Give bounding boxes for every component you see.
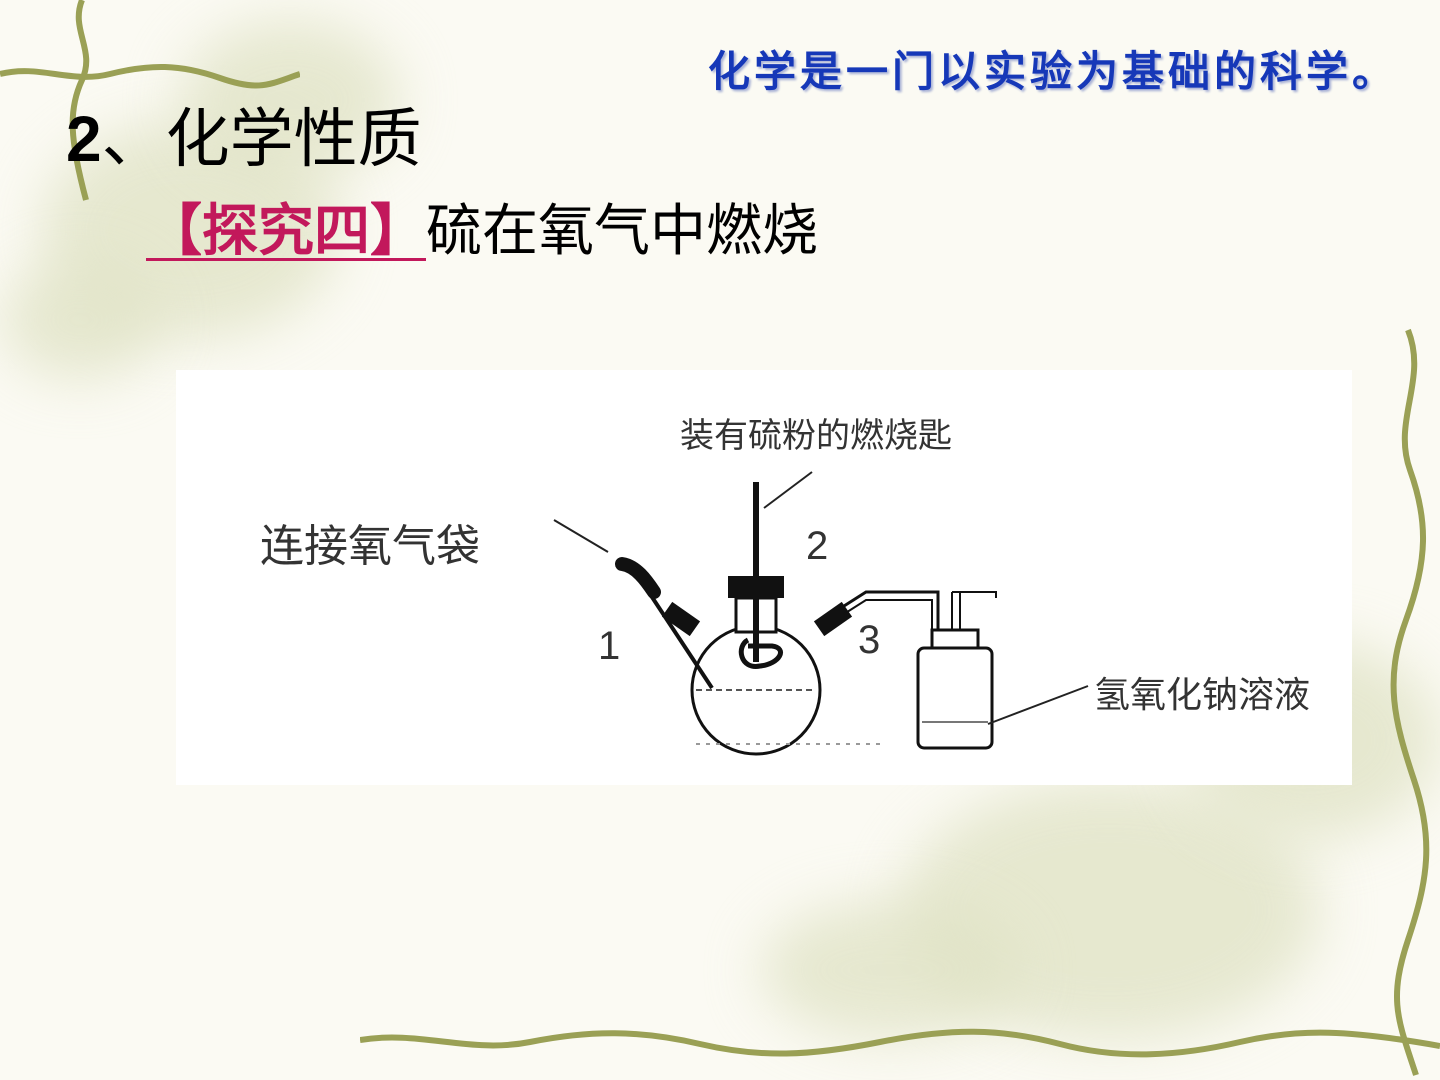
- label-combustion-spoon: 装有硫粉的燃烧匙: [680, 416, 952, 456]
- outlet-tube: [843, 590, 940, 630]
- section-title: 、化学性质: [101, 103, 422, 177]
- background-leaf-blot: [760, 900, 1020, 1040]
- label-port-3: 3: [858, 618, 881, 662]
- section-number: 2: [66, 103, 102, 175]
- naoh-leader-line: [987, 685, 1089, 725]
- bottle-cap: [930, 628, 980, 650]
- right-neck-stopper: [813, 601, 853, 637]
- oxygen-leader-line: [553, 519, 609, 553]
- inquiry-title: 硫在氧气中燃烧: [426, 199, 818, 264]
- label-port-1: 1: [598, 624, 621, 668]
- label-port-2: 2: [806, 524, 829, 568]
- label-naoh-solution: 氢氧化钠溶液: [1094, 675, 1311, 716]
- left-neck-stopper: [661, 601, 701, 637]
- inquiry-tag-link[interactable]: 【探究四】: [146, 199, 426, 264]
- bottle-inlet-tube: [951, 591, 997, 630]
- experiment-diagram: 装有硫粉的燃烧匙 连接氧气袋 氢氧化钠溶液 1 2 3: [176, 370, 1352, 785]
- slide-tagline: 化学是一门以实验为基础的科学。: [707, 47, 1398, 96]
- background-leaf-blot: [0, 260, 160, 380]
- combustion-spoon-cup: [738, 637, 783, 669]
- spoon-leader-line: [763, 471, 813, 509]
- inquiry-heading: 【探究四】硫在氧气中燃烧: [146, 186, 818, 267]
- outlet-tube-inner: [843, 599, 933, 638]
- oxygen-inlet-hose: [615, 557, 661, 599]
- gas-washing-bottle: [916, 646, 994, 750]
- label-oxygen-bag: 连接氧气袋: [260, 521, 480, 572]
- oxygen-inlet-tube: [644, 586, 714, 690]
- background-leaf-blot: [180, 20, 400, 180]
- section-heading: 2、化学性质: [66, 88, 422, 180]
- apparatus-drawing: [553, 471, 1089, 756]
